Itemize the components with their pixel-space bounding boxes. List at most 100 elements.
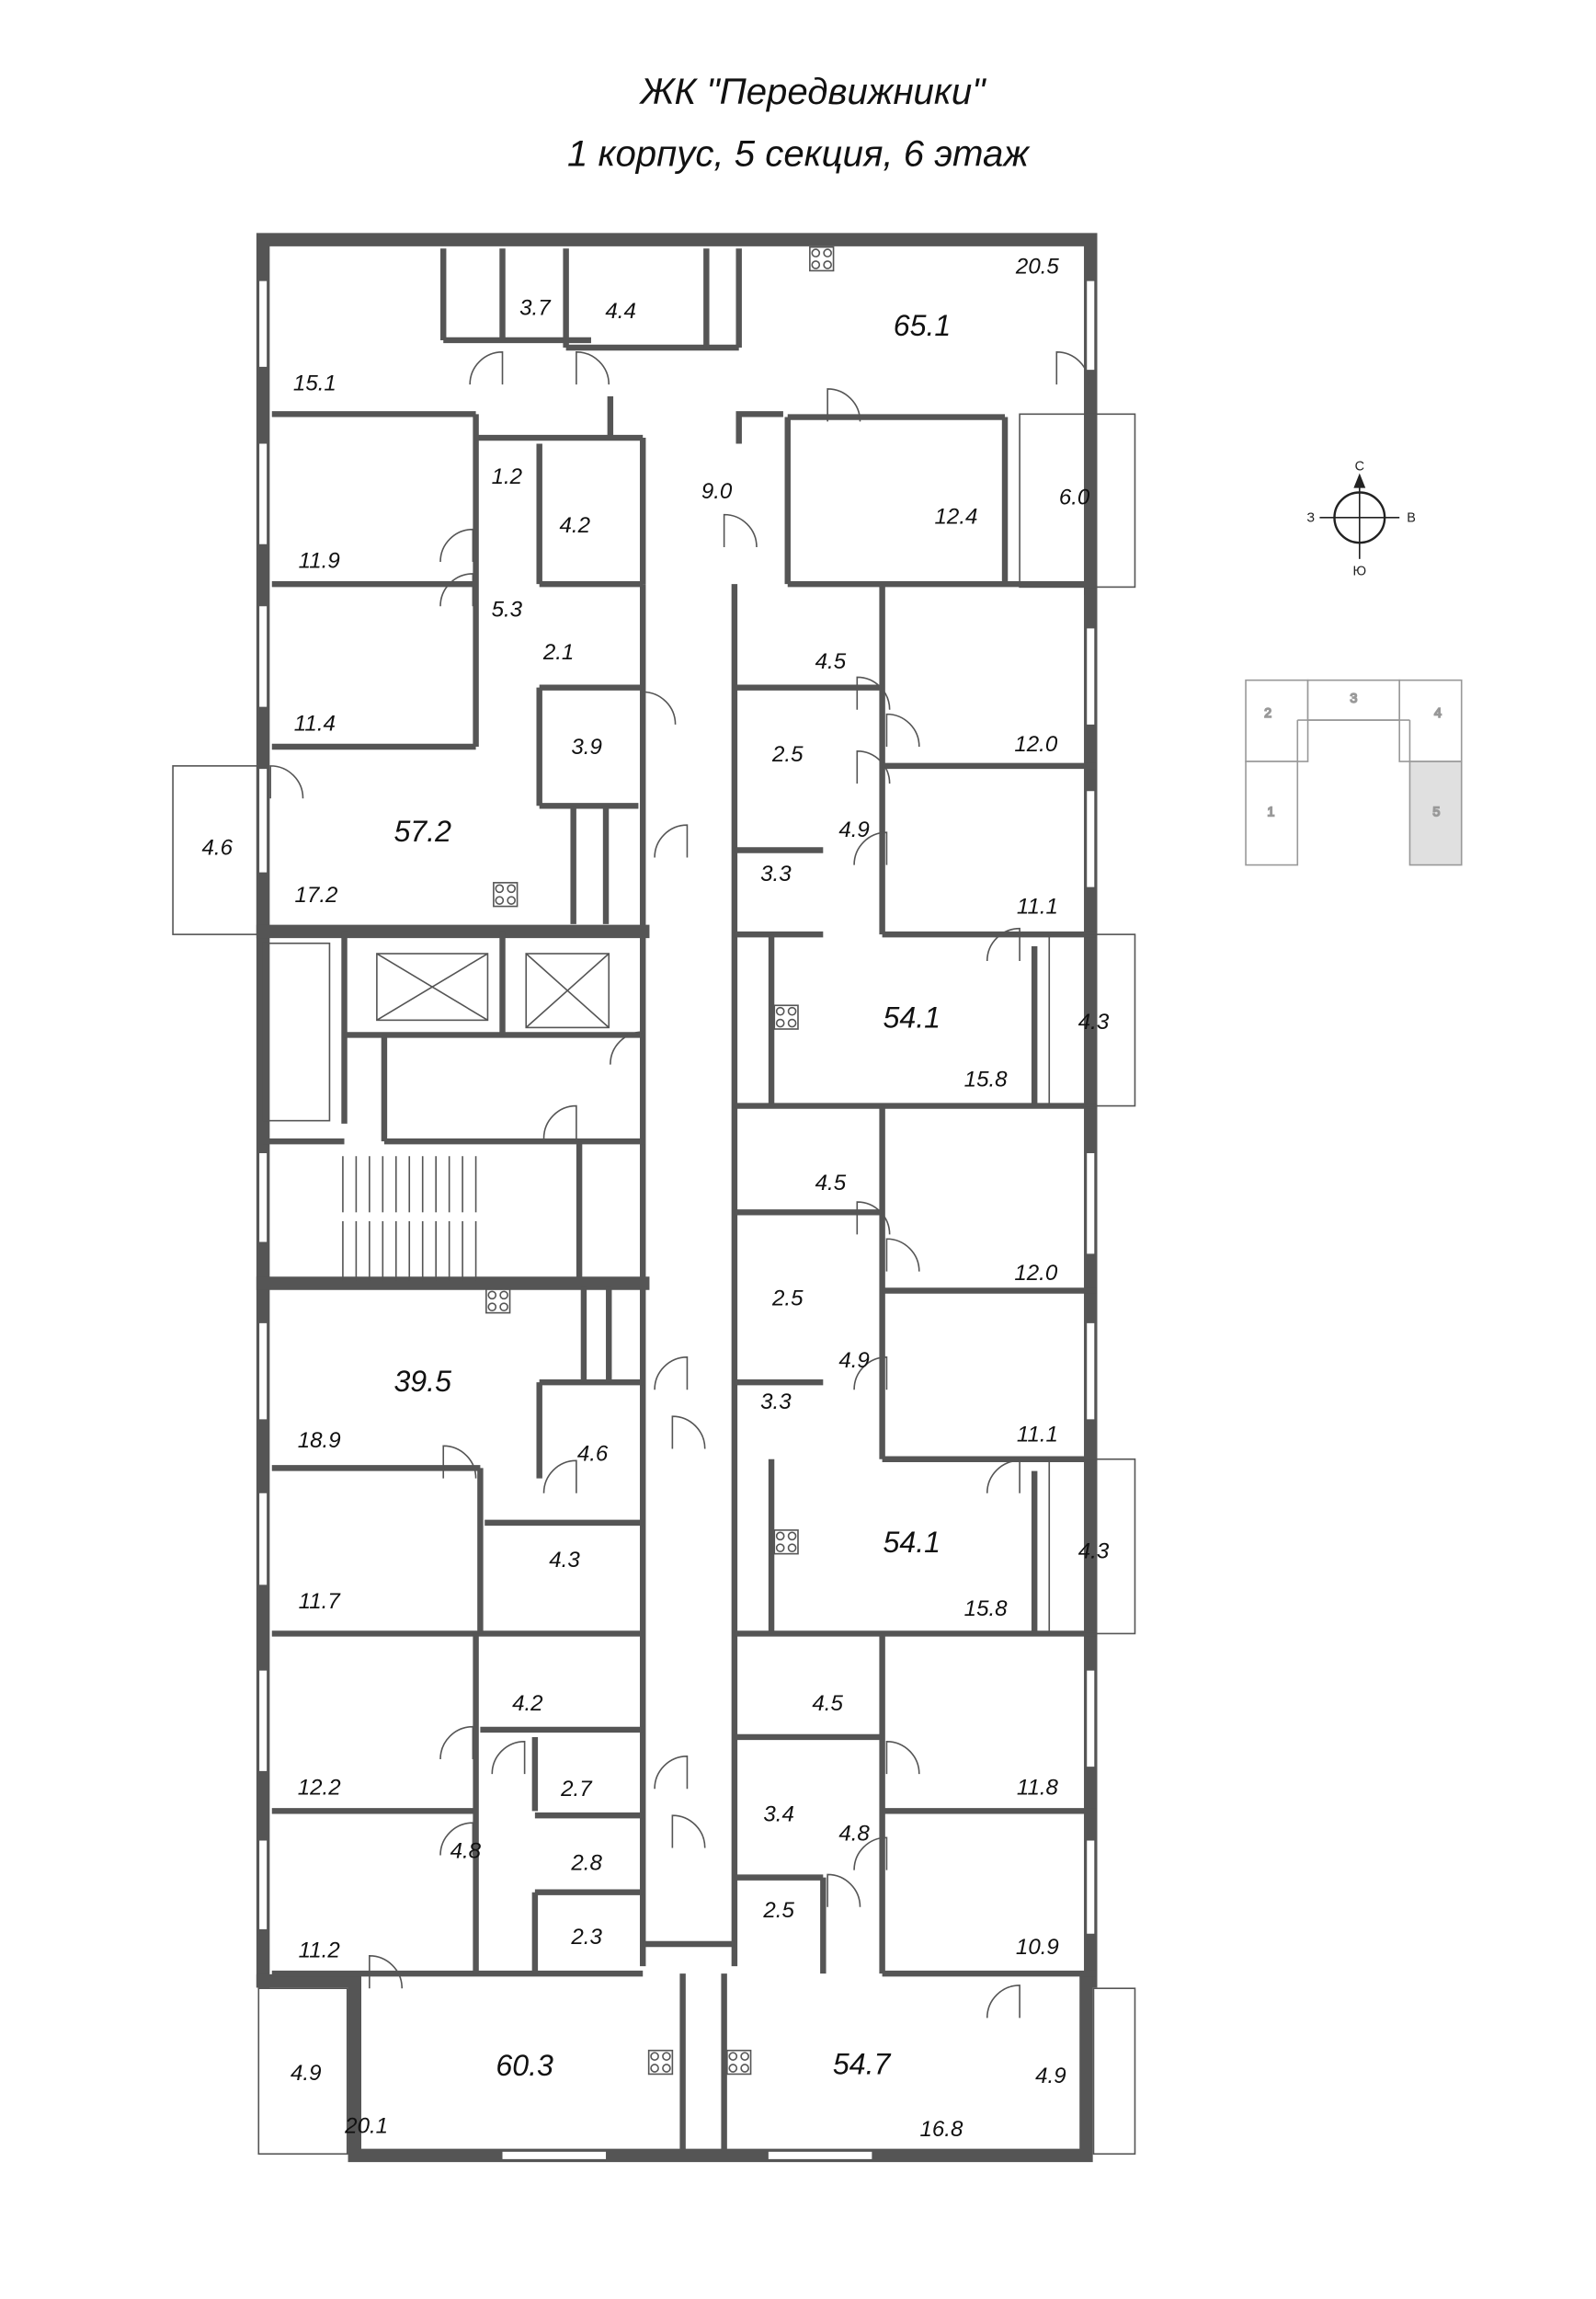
room-area: 4.9 (838, 818, 870, 842)
room-area: 12.4 (935, 504, 978, 529)
door-swing (442, 1445, 477, 1479)
apartment-area: 54.1 (884, 1526, 941, 1559)
room-area: 16.8 (919, 2117, 963, 2142)
room-area: 11.8 (1017, 1776, 1059, 1801)
room-area: 2.7 (560, 1777, 593, 1801)
complex-title: ЖК "Передвижники" (639, 71, 987, 112)
stove-icon (773, 1529, 799, 1555)
apartment-area: 60.3 (496, 2049, 553, 2082)
door-swing (853, 1356, 888, 1390)
room-area: 2.5 (762, 1898, 794, 1923)
door-swing (885, 713, 920, 747)
door-swing (576, 350, 610, 385)
room-area: 4.2 (560, 513, 591, 538)
room-area: 4.4 (605, 299, 636, 324)
room-area: 6.0 (1059, 485, 1090, 509)
room-area: 4.9 (838, 1348, 870, 1373)
room-area: 3.9 (571, 735, 602, 760)
door-swing (491, 1740, 526, 1775)
room-area: 10.9 (1016, 1935, 1059, 1960)
door-swing (542, 1104, 577, 1138)
room-area: 12.2 (298, 1776, 342, 1801)
apartment-area: 65.1 (894, 309, 952, 342)
room-area: 9.0 (701, 479, 733, 504)
key-section-4: 4 (1434, 706, 1442, 721)
compass-east: В (1407, 511, 1416, 526)
door-swing (654, 1356, 689, 1390)
stove-icons (485, 246, 835, 2076)
room-area: 18.9 (298, 1428, 341, 1453)
room-area: 3.3 (760, 1390, 792, 1414)
room-area: 11.1 (1017, 1422, 1058, 1447)
door-swing (885, 1238, 920, 1272)
room-area: 4.5 (812, 1691, 843, 1716)
door-swing (439, 528, 474, 563)
compass-west: З (1306, 511, 1315, 526)
room-area: 11.9 (299, 548, 340, 573)
door-swing (269, 765, 304, 799)
balconies (172, 413, 1136, 2156)
doors (269, 350, 1090, 2019)
door-swing (439, 573, 474, 607)
key-plan: 2 3 4 1 5 (1245, 679, 1463, 866)
apartment-area: 57.2 (393, 815, 451, 848)
compass-north: С (1355, 459, 1364, 474)
inner-walls (262, 248, 1097, 2152)
door-swing (986, 1984, 1020, 2019)
elevator-shafts (376, 953, 610, 1029)
door-swing (826, 388, 861, 422)
room-area: 4.2 (512, 1691, 543, 1716)
room-area: 4.5 (815, 649, 847, 674)
stove-icon (773, 1004, 799, 1030)
room-area: 11.1 (1017, 895, 1058, 920)
room-area: 4.3 (1078, 1538, 1110, 1563)
door-swing (856, 676, 891, 710)
door-swing (654, 1756, 689, 1790)
stove-icon (726, 2049, 752, 2076)
door-swing (885, 1740, 920, 1775)
room-area: 4.6 (202, 835, 234, 860)
staircase (342, 1156, 477, 1281)
room-area: 12.0 (1014, 732, 1058, 757)
room-area: 2.5 (771, 742, 804, 767)
stove-icon (493, 882, 519, 908)
floor-subtitle: 1 корпус, 5 секция, 6 этаж (567, 132, 1031, 174)
room-area: 4.3 (549, 1548, 580, 1573)
room-area: 3.7 (519, 296, 552, 321)
room-area: 11.2 (299, 1938, 341, 1962)
room-area: 12.0 (1014, 1261, 1058, 1286)
room-area: 4.8 (450, 1839, 482, 1864)
door-swing (986, 1459, 1020, 1493)
room-area: 15.8 (964, 1068, 1009, 1092)
room-area: 4.5 (815, 1171, 847, 1195)
room-area: 11.7 (299, 1589, 342, 1614)
door-swing (542, 1459, 577, 1493)
room-area: 3.3 (760, 862, 792, 886)
north-arrow-icon (1353, 473, 1366, 488)
door-swing (1055, 350, 1090, 385)
door-swing (671, 1415, 706, 1449)
room-area: 2.3 (570, 1925, 602, 1950)
room-area: 4.9 (1035, 2064, 1066, 2088)
room-area: 20.1 (344, 2114, 388, 2139)
door-swing (469, 350, 504, 385)
room-area: 5.3 (492, 598, 523, 623)
apartment-area: 39.5 (393, 1365, 451, 1398)
room-area: 11.4 (294, 711, 336, 736)
door-swing (439, 1822, 474, 1856)
room-area: 4.3 (1078, 1010, 1110, 1035)
apartment-totals: 65.1 57.2 54.1 39.5 54.1 60.3 54.7 (393, 309, 951, 2082)
room-area: 4.6 (577, 1441, 609, 1466)
door-swing (642, 691, 677, 725)
door-swing (826, 1873, 861, 1907)
room-area: 20.5 (1015, 255, 1060, 280)
key-section-1: 1 (1267, 806, 1274, 820)
room-area: 2.8 (570, 1851, 602, 1876)
room-area: 2.5 (771, 1287, 804, 1311)
key-plan-current-section (1408, 761, 1463, 866)
apartment-area: 54.1 (884, 1001, 941, 1034)
stove-icon (809, 246, 835, 272)
stove-icon (647, 2049, 674, 2076)
